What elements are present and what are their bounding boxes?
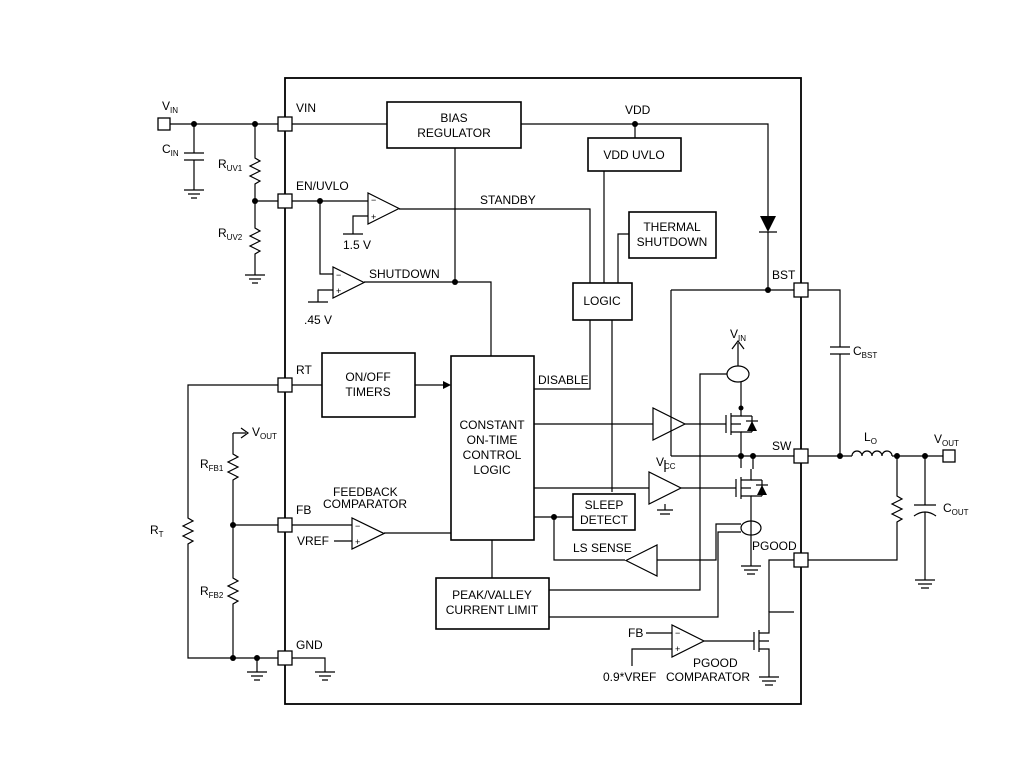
ref-1v5-label: 1.5 V — [343, 238, 371, 252]
cout-label: COUT — [943, 501, 969, 517]
thermal-shutdown-block — [628, 211, 717, 259]
feedback-divider: VOUT RFB1 RFB2 — [200, 425, 335, 681]
pgood-comparator: − + — [671, 624, 706, 658]
disable-label: DISABLE — [538, 373, 589, 387]
control-logic-line2: ON-TIME — [467, 433, 518, 447]
vref-09-label: 0.9*VREF — [603, 670, 656, 684]
svg-text:−: − — [675, 628, 680, 638]
vin-hs-label: VIN — [730, 327, 746, 343]
thermal-shutdown-line1: THERMAL — [643, 220, 701, 234]
cin-capacitor: CIN — [162, 124, 204, 199]
vdd-label: VDD — [625, 103, 651, 117]
pgood-pin-label: PGOOD — [752, 539, 797, 553]
vin-terminal: VIN — [157, 99, 178, 131]
vout-terminal — [942, 449, 956, 463]
control-logic-line4: LOGIC — [473, 463, 511, 477]
vout-label: VOUT — [934, 432, 959, 448]
bias-regulator-line1: BIAS — [440, 111, 467, 125]
bst-pin-label: BST — [772, 268, 796, 282]
vdd-uvlo-block — [587, 137, 682, 172]
shutdown-comparator: − + — [332, 266, 366, 299]
gnd-pin — [277, 650, 293, 666]
pgood-pin — [793, 552, 809, 568]
pgood-pullup-resistor — [808, 456, 904, 561]
gnd-pin-label: GND — [296, 638, 323, 652]
bias-regulator-block — [386, 101, 522, 149]
svg-text:−: − — [355, 521, 360, 531]
cout-capacitor: COUT — [913, 456, 969, 589]
lo-label: LO — [864, 430, 877, 446]
en-uvlo-pin — [277, 193, 293, 209]
current-limit-block — [435, 577, 550, 630]
feedback-comparator-line1: FEEDBACK — [333, 485, 398, 499]
current-limit-line1: PEAK/VALLEY — [452, 588, 532, 602]
ls-sense-label: LS SENSE — [573, 541, 632, 555]
fb-pin — [277, 517, 293, 533]
cbst-label: CBST — [853, 344, 877, 360]
sw-pin — [793, 448, 809, 464]
logic-label: LOGIC — [583, 294, 621, 308]
vout-fb-label: VOUT — [252, 425, 277, 441]
standby-label: STANDBY — [480, 193, 536, 207]
svg-text:+: + — [355, 537, 360, 547]
control-logic-line3: CONTROL — [463, 448, 522, 462]
sleep-detect-line2: DETECT — [580, 513, 629, 527]
rfb2-label: RFB2 — [200, 584, 224, 600]
onoff-timers-line2: TIMERS — [345, 385, 390, 399]
ls-mosfet — [735, 469, 768, 519]
ls-driver — [648, 471, 683, 505]
vin-label: VIN — [162, 99, 178, 115]
en-uvlo-pin-label: EN/UVLO — [296, 179, 349, 193]
feedback-comparator-line2: COMPARATOR — [323, 497, 407, 511]
vcc-label: VCC — [656, 455, 676, 471]
ruv-divider: RUV1 RUV2 — [218, 124, 278, 284]
rfb1-label: RFB1 — [200, 457, 224, 473]
pgood-comparator-line1: PGOOD — [693, 656, 738, 670]
ruv1-label: RUV1 — [218, 157, 243, 173]
fb-pin-label: FB — [296, 503, 311, 517]
sleep-detect-block — [572, 493, 636, 531]
hs-mosfet — [725, 392, 758, 452]
svg-text:−: − — [336, 270, 341, 280]
control-logic-line1: CONSTANT — [459, 418, 525, 432]
pgood-comparator-line2: COMPARATOR — [666, 670, 750, 684]
ruv2-label: RUV2 — [218, 226, 243, 242]
hs-driver — [652, 407, 687, 441]
output-inductor: LO — [851, 430, 893, 457]
ref-045-label: .45 V — [304, 313, 332, 327]
pgood-fb-label: FB — [628, 626, 643, 640]
thermal-shutdown-line2: SHUTDOWN — [637, 235, 708, 249]
pgood-mosfet — [753, 559, 794, 686]
logic-block — [572, 282, 633, 321]
svg-text:+: + — [336, 286, 341, 296]
cbst-capacitor: CBST — [808, 289, 877, 456]
svg-text:+: + — [675, 644, 680, 654]
rt-resistor: RT — [150, 384, 278, 659]
sleep-detect-line1: SLEEP — [585, 498, 624, 512]
bias-regulator-line2: REGULATOR — [417, 126, 491, 140]
control-logic-block — [450, 355, 535, 541]
rt-pin-label: RT — [296, 363, 312, 377]
onoff-timers-line1: ON/OFF — [345, 370, 390, 384]
current-limit-line2: CURRENT LIMIT — [446, 603, 539, 617]
svg-text:+: + — [371, 212, 376, 222]
vdd-uvlo-label: VDD UVLO — [603, 148, 664, 162]
cin-label: CIN — [162, 142, 179, 158]
shutdown-label: SHUTDOWN — [369, 267, 440, 281]
svg-text:−: − — [371, 195, 376, 205]
standby-comparator: − + — [367, 192, 401, 225]
feedback-comparator: − + — [351, 517, 386, 550]
bst-pin — [793, 282, 809, 298]
sw-pin-label: SW — [772, 439, 792, 453]
hs-current-sensor — [726, 365, 750, 383]
vin-pin — [277, 116, 293, 132]
rt-label: RT — [150, 523, 164, 539]
vin-pin-label: VIN — [296, 101, 316, 115]
vref-label: VREF — [297, 534, 329, 548]
rt-pin — [277, 377, 293, 393]
